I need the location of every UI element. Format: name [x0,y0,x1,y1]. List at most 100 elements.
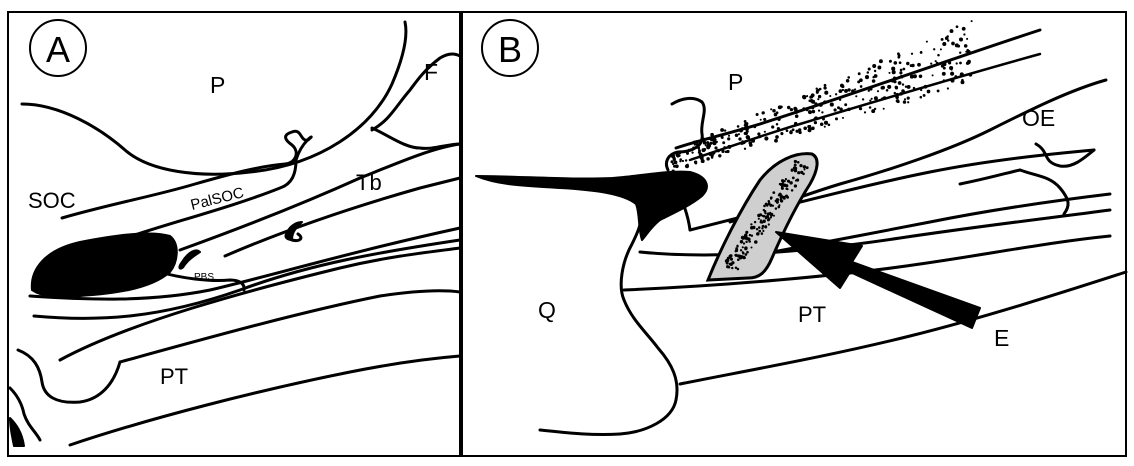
panel-b-label-p: P [728,69,743,95]
stipple-dot [966,62,969,65]
stipple-dot [824,121,828,125]
panel-b-letter-badge: B [482,20,538,76]
element-dot [780,194,783,197]
stipple-dot [951,79,955,83]
element-dot [785,178,787,180]
element-dot [769,204,772,207]
stipple-dot [907,101,909,103]
stipple-dot [899,92,903,96]
stipple-dot [936,62,939,65]
stipple-dot [964,44,968,48]
stipple-dot [877,66,881,70]
stipple-dot [959,62,962,65]
stipple-dot [950,29,954,33]
stipple-dot [910,75,914,79]
stipple-dot [727,145,731,149]
stipple-dot [942,72,946,76]
stipple-dot [808,110,812,114]
stipple-dot [738,137,741,140]
stipple-dot [798,131,801,134]
stipple-dot [814,116,818,120]
stipple-dot [869,99,871,101]
element-dot [762,219,766,223]
stipple-dot [762,111,765,114]
stipple-dot [808,127,811,130]
stipple-dot [713,152,716,155]
stipple-dot [844,103,847,106]
element-dot [745,253,748,256]
stipple-dot [802,95,806,99]
stipple-dot [966,38,968,40]
stipple-dot [896,99,900,103]
stipple-dot [744,148,746,150]
stipple-dot [691,151,693,153]
element-dot [783,197,786,200]
stipple-dot [686,164,688,166]
stipple-dot [794,122,797,125]
element-dot [758,226,761,229]
stipple-dot [923,94,926,97]
panel-b-right-flare-1 [1036,144,1094,166]
element-dot [758,218,760,220]
panel-b-quadrate-outline [540,204,677,435]
panel-b-right-flare-2 [1020,170,1068,214]
stipple-dot [937,54,940,57]
stipple-dot [911,64,914,67]
stipple-dot [883,96,887,100]
panel-a-letter: A [46,29,70,70]
stipple-dot [789,131,793,135]
panel-b-p-process [666,98,704,170]
stipple-dot [894,92,896,94]
panel-b-label-pt: PT [798,302,826,327]
stipple-dot [839,89,843,93]
panel-b-right-flare-3 [960,170,1020,184]
stipple-dot [811,107,814,110]
stipple-dot [940,48,942,50]
stipple-dot [802,107,805,110]
stipple-dot [954,75,957,78]
stipple-dot [877,90,879,92]
stipple-dot [707,143,710,146]
stipple-dot [891,67,895,71]
stipple-dot [835,93,837,95]
element-dot [750,223,752,225]
stipple-dot [945,36,949,40]
stipple-dot [675,164,679,168]
panel-b-label-q: Q [538,297,556,323]
element-dot [758,230,761,233]
stipple-dot [959,52,961,54]
element-dot [743,242,745,244]
stipple-dot [886,89,889,92]
stipple-dot [728,135,730,137]
element-dot [754,240,758,244]
element-dot [761,232,764,235]
stipple-dot [780,105,783,108]
stipple-dot [737,125,740,128]
stipple-dot [818,109,820,111]
stipple-dot [897,52,900,55]
stipple-dot [694,143,696,145]
stipple-dot [749,143,753,147]
stipple-dot [907,85,911,89]
element-dot [763,209,765,211]
stipple-dot [874,74,878,78]
stipple-dot [763,118,766,121]
stipple-dot [816,91,819,94]
panel-b: B P OE Q PT E [462,12,1126,456]
stipple-dot [903,91,905,93]
stipple-dot [722,141,725,144]
element-dot [730,258,733,261]
element-dot [756,232,760,236]
stipple-dot [834,108,837,111]
stipple-dot [795,114,799,118]
stipple-dot [887,85,891,89]
element-dot [740,240,743,243]
stipple-dot [828,123,831,126]
stipple-dot [776,111,779,114]
stipple-dot [682,160,684,162]
stipple-dot [695,162,698,165]
stipple-dot [671,170,674,173]
panel-a-pt-lower [70,356,460,445]
stipple-dot [969,73,973,77]
element-dot [799,164,802,167]
